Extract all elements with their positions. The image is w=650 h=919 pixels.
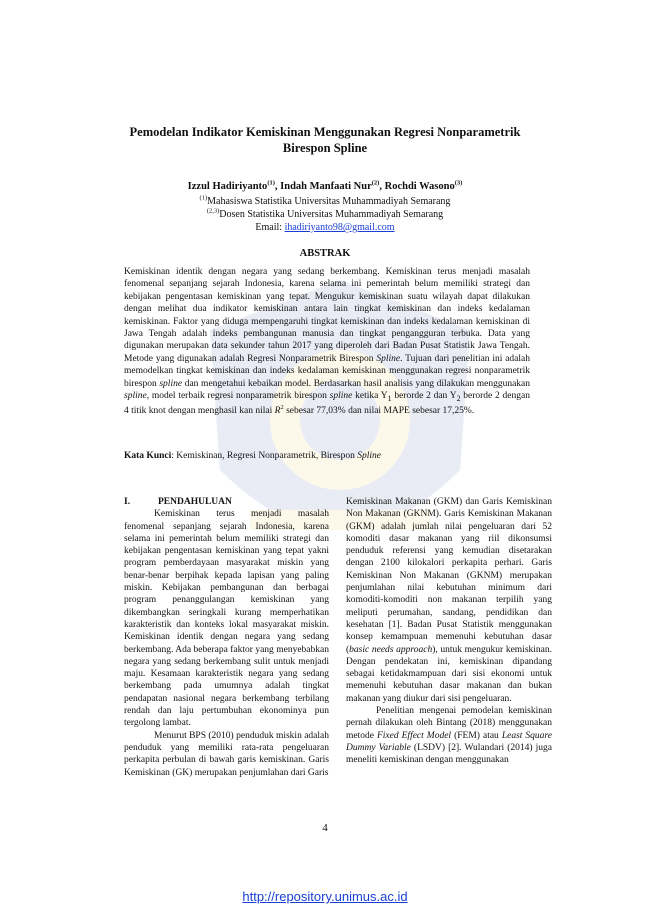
affiliation-2-mark: (2,3) [206, 207, 220, 215]
section-title: PENDAHULUAN [158, 497, 232, 507]
keywords-italic: Spline [357, 451, 382, 461]
abstract-part: berorde 2 dengan 4 titik knot dengan men… [124, 391, 530, 417]
subscript-1: 1 [387, 393, 392, 403]
email-link[interactable]: ihadiriyanto98@gmail.com [284, 222, 395, 233]
repository-footer-link[interactable]: http://repository.unimus.ac.id [242, 889, 408, 904]
paragraph-part: ), untuk mengukur kemiskinan. Dengan pen… [346, 644, 552, 704]
abstract-part: , model terbaik regresi nonparametrik bi… [146, 391, 330, 402]
paragraph-italic: basic needs approach [349, 644, 433, 655]
subscript-2: 2 [456, 393, 461, 403]
affiliation-1: (1)Mahasiswa Statistika Universitas Muha… [60, 195, 590, 208]
abstract-part: dan mengetahui kebaikan model. Berdasark… [182, 378, 531, 389]
author-list: Izzul Hadiriyanto(1), Indah Manfaati Nur… [187, 179, 463, 192]
paragraph-part: (LSDV) [2]. Wulandari (2014) juga meneli… [346, 742, 553, 766]
author-1: Izzul Hadiriyanto [187, 181, 268, 192]
page-number: 4 [322, 822, 328, 834]
author-3: Rochdi Wasono [384, 181, 455, 192]
right-column: Kemiskinan Makanan (GKM) dan Garis Kemis… [346, 496, 552, 767]
section-heading: I. PENDAHULUAN [124, 496, 329, 508]
abstract-part: Kemiskinan identik dengan negara yang se… [124, 267, 530, 364]
intro-paragraph-2: Menurut BPS (2010) penduduk miskin adala… [124, 730, 329, 778]
affiliation-1-mark: (1) [199, 194, 208, 202]
paragraph-part: (FEM) atau [451, 730, 502, 741]
r-squared-exponent: 2 [280, 404, 284, 412]
title-line-2: Birespon Spline [282, 141, 368, 155]
r-squared-symbol: R [274, 406, 281, 417]
author-2-mark: (2) [371, 179, 380, 187]
abstract-part: sebesar 77,03% dan nilai MAPE sebesar 17… [283, 406, 475, 417]
abstract-part: . Tujuan dari penelitian ini adalah memo… [124, 353, 530, 389]
keywords-text: : Kemiskinan, Regresi Nonparametrik, Bir… [171, 451, 358, 461]
affiliation-1-text: Mahasiswa Statistika Universitas Muhamma… [207, 196, 451, 207]
paragraph-italic: Least Square Dummy Variable [346, 730, 552, 753]
author-1-mark: (1) [267, 179, 275, 187]
abstract-italic: spline [124, 391, 147, 402]
affiliation-2-text: Dosen Statistika Universitas Muhammadiya… [219, 209, 444, 220]
keywords: Kata Kunci: Kemiskinan, Regresi Nonparam… [124, 450, 530, 462]
keywords-label: Kata Kunci [124, 451, 172, 461]
abstract-italic: spline [329, 391, 353, 402]
author-3-mark: (3) [454, 179, 463, 187]
paper-title: Pemodelan Indikator Kemiskinan Menggunak… [100, 124, 550, 156]
paragraph-part: Kemiskinan Makanan (GKM) dan Garis Kemis… [346, 497, 552, 655]
abstract-text: Kemiskinan identik dengan negara yang se… [124, 266, 530, 418]
abstract-part: ketika Y [352, 391, 388, 402]
email-line: Email: ihadiriyanto98@gmail.com [60, 221, 590, 234]
abstract-italic: Spline [376, 353, 401, 364]
intro-paragraph-1: Kemiskinan terus menjadi masalah fenomen… [124, 509, 329, 729]
email-label: Email: [255, 222, 285, 233]
author-2: Indah Manfaati Nur [280, 181, 372, 192]
affiliation-2: (2,3)Dosen Statistika Universitas Muhamm… [60, 208, 590, 221]
paragraph-italic: Fixed Effect Model [376, 730, 452, 741]
abstract-part: berorde 2 dan Y [391, 391, 457, 402]
section-number: I. [124, 497, 131, 507]
left-column: I. PENDAHULUAN Kemiskinan terus menjadi m… [124, 496, 329, 779]
right-paragraph-1: Kemiskinan Makanan (GKM) dan Garis Kemis… [346, 496, 552, 705]
title-line-1: Pemodelan Indikator Kemiskinan Menggunak… [129, 125, 521, 139]
abstract-heading: ABSTRAK [299, 248, 351, 259]
paragraph-part: Penelitian mengenai pemodelan kemiskinan… [346, 706, 552, 741]
right-paragraph-2: Penelitian mengenai pemodelan kemiskinan… [346, 705, 552, 766]
abstract-italic: spline [159, 378, 183, 389]
